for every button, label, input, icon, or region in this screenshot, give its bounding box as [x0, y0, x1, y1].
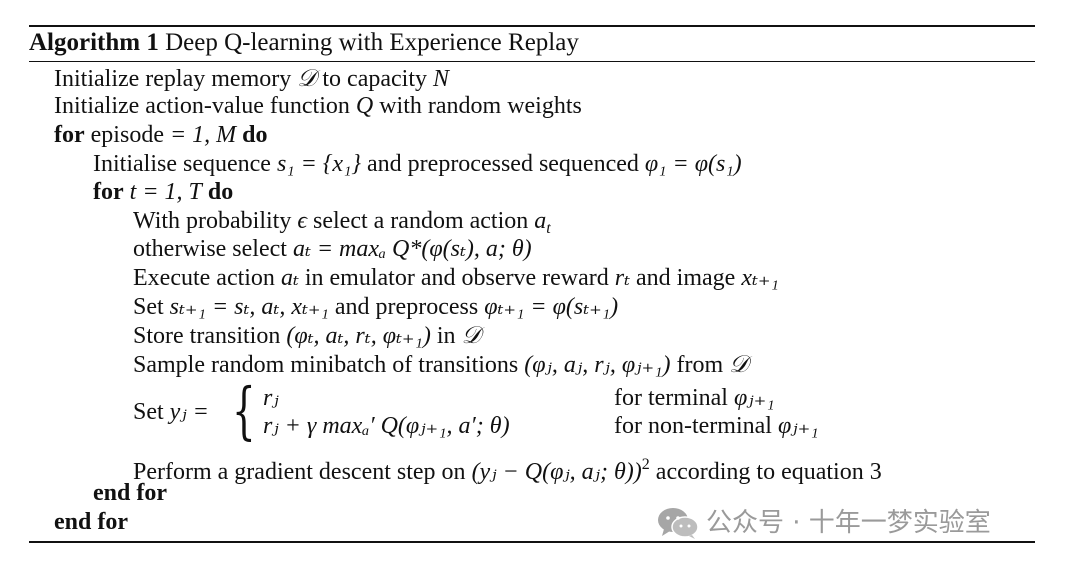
set-s-pre: Set [133, 294, 164, 320]
store-mid: in [436, 323, 456, 349]
capacity-symbol: N [433, 66, 450, 92]
keyword-for: for [54, 122, 85, 148]
episode-word: episode [90, 122, 164, 148]
sample-expr: (φⱼ, aⱼ, rⱼ, φⱼ₊₁) [524, 352, 671, 378]
line-sample: Sample random minibatch of transitions (… [133, 350, 748, 379]
case1-cond-text: for terminal [614, 385, 728, 411]
line-for-episode: for episode = 1, M do [54, 121, 268, 149]
action-symbol: a [534, 208, 547, 234]
algorithm-caption: Algorithm 1 Deep Q-learning with Experie… [29, 28, 579, 58]
init-memory-text: Initialize replay memory [54, 66, 292, 92]
sample-mid: from [676, 352, 724, 378]
case1-condition: for terminal φⱼ₊₁ [614, 384, 775, 412]
case2-condition: for non-terminal φⱼ₊₁ [614, 412, 819, 440]
line-init-memory: Initialize replay memory 𝒟 to capacity N [54, 64, 449, 93]
keyword-do: do [207, 179, 234, 205]
bottom-rule [29, 541, 1035, 543]
execute-pre: Execute action [133, 265, 275, 291]
line-select-greedy: otherwise select aₜ = maxₐ Q*(φ(sₜ), a; … [133, 235, 532, 263]
init-seq-expr2: φ₁ = φ(s₁) [644, 151, 742, 177]
line-end-for-outer: end for [54, 509, 128, 535]
init-seq-mid: and preprocessed sequenced [367, 151, 639, 177]
case2-expr: rⱼ + γ maxₐ′ Q(φⱼ₊₁, a′; θ) [263, 412, 510, 440]
top-rule [29, 25, 1035, 27]
watermark: 公众号 · 十年一梦实验室 [656, 505, 991, 541]
algorithm-label: Algorithm 1 [29, 29, 159, 56]
set-y-lhs: yⱼ = [169, 399, 209, 425]
gradient-post: according to equation 3 [655, 459, 882, 485]
init-seq-pre: Initialise sequence [93, 151, 271, 177]
set-s-mid: and preprocess [334, 294, 479, 320]
line-store: Store transition (φₜ, aₜ, rₜ, φₜ₊₁) in 𝒟 [133, 321, 481, 350]
line-for-t: for t = 1, T do [93, 178, 233, 206]
execute-mid2: and image [636, 265, 736, 291]
wechat-icon [658, 508, 699, 539]
line-init-sequence: Initialise sequence s₁ = {x₁} and prepro… [93, 150, 742, 178]
store-expr: (φₜ, aₜ, rₜ, φₜ₊₁) [286, 323, 431, 349]
case1-expr-text: rⱼ [263, 385, 279, 411]
select-random-mid: select a random action [313, 208, 529, 234]
reward-var: rₜ [614, 265, 631, 291]
memory-symbol: 𝒟 [461, 321, 481, 349]
set-y-pre: Set [133, 399, 164, 425]
set-s-expr2: φₜ₊₁ = φ(sₜ₊₁) [484, 294, 619, 320]
execute-mid1: in emulator and observe reward [304, 265, 609, 291]
keyword-for: for [93, 179, 124, 205]
case2-cond-var: φⱼ₊₁ [777, 413, 819, 439]
case1-cond-var: φⱼ₊₁ [733, 385, 775, 411]
line-execute: Execute action aₜ in emulator and observ… [133, 264, 779, 292]
line-init-q: Initialize action-value function Q with … [54, 92, 582, 120]
gradient-pre: Perform a gradient descent step on [133, 459, 466, 485]
line-gradient: Perform a gradient descent step on (yⱼ −… [133, 451, 882, 486]
greedy-expr: aₜ = maxₐ Q*(φ(sₜ), a; θ) [292, 236, 532, 262]
store-pre: Store transition [133, 323, 281, 349]
gradient-exponent: 2 [641, 456, 650, 473]
init-q-post: with random weights [379, 93, 582, 119]
select-greedy-pre: otherwise select [133, 236, 287, 262]
caption-rule [29, 61, 1035, 62]
init-seq-expr1: s₁ = {x₁} [276, 151, 362, 177]
q-symbol: Q [355, 93, 374, 119]
memory-symbol: 𝒟 [297, 64, 317, 92]
epsilon-symbol: ϵ [297, 208, 308, 234]
action-subscript: t [546, 220, 551, 237]
gradient-expr: (yⱼ − Q(φⱼ, aⱼ; θ)) [471, 459, 642, 485]
t-range: t = 1, T [129, 179, 202, 205]
episode-range: = 1, M [169, 122, 237, 148]
case2-cond-text: for non-terminal [614, 413, 772, 439]
line-select-random: With probability ϵ select a random actio… [133, 207, 551, 243]
action-var: aₜ [280, 265, 299, 291]
memory-symbol: 𝒟 [729, 350, 749, 378]
algorithm-title: Deep Q-learning with Experience Replay [165, 29, 579, 56]
watermark-text: 公众号 · 十年一梦实验室 [706, 508, 991, 538]
image-var: xₜ₊₁ [741, 265, 779, 291]
line-set-s: Set sₜ₊₁ = sₜ, aₜ, xₜ₊₁ and preprocess φ… [133, 293, 618, 321]
case1-expr: rⱼ [263, 384, 279, 412]
init-memory-mid: to capacity [322, 66, 428, 92]
case2-expr-text: rⱼ + γ maxₐ′ Q(φⱼ₊₁, a′; θ) [263, 413, 510, 439]
init-q-pre: Initialize action-value function [54, 93, 350, 119]
set-s-expr1: sₜ₊₁ = sₜ, aₜ, xₜ₊₁ [169, 294, 329, 320]
line-set-y: Set yⱼ = [133, 398, 209, 426]
line-end-for-inner: end for [93, 480, 167, 506]
keyword-do: do [242, 122, 268, 148]
select-random-pre: With probability [133, 208, 292, 234]
left-brace: { [232, 374, 256, 447]
sample-pre: Sample random minibatch of transitions [133, 352, 519, 378]
